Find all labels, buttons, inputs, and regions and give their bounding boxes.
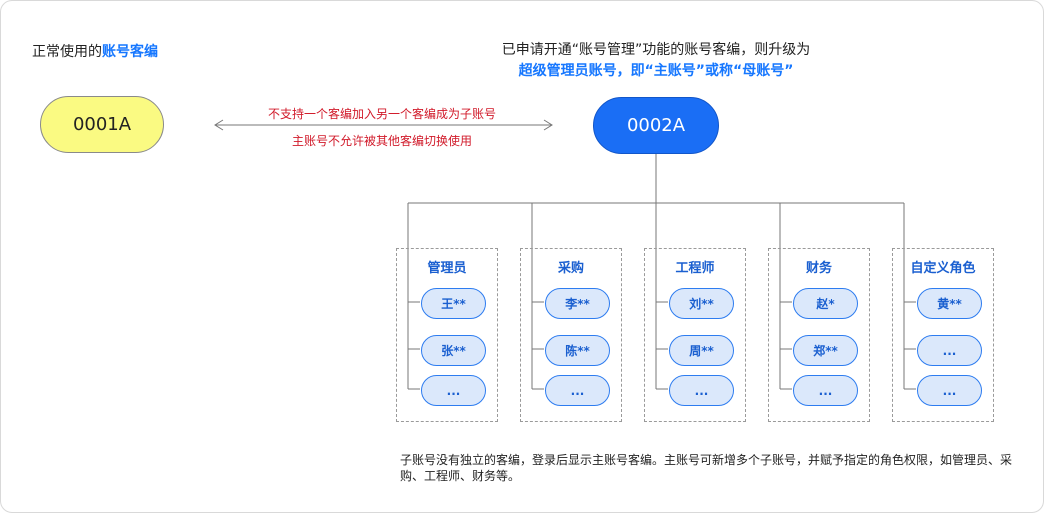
super-account-heading-line1: 已申请开通“账号管理”功能的账号客编，则升级为 (501, 42, 811, 58)
sub-account-node: ... (917, 335, 982, 366)
sub-account-node: 赵* (793, 288, 858, 319)
role-group: 采购李** 陈**... (520, 248, 622, 422)
footnote: 子账号没有独立的客编，登录后显示主账号客编。主账号可新增多个子账号，并赋予指定的… (400, 453, 1013, 483)
sub-account-node: 李** (545, 288, 610, 319)
sub-account-node: 刘** (669, 288, 734, 319)
normal-account-heading: 正常使用的账号客编 (32, 41, 158, 61)
sub-account-node: ... (917, 375, 982, 406)
sub-account-node: ... (545, 375, 610, 406)
sub-account-node: 周** (669, 335, 734, 366)
role-group: 管理员王** 张**... (396, 248, 498, 422)
sub-account-node: ... (669, 375, 734, 406)
role-group-title: 工程师 (675, 261, 715, 276)
sub-account-node: ... (793, 375, 858, 406)
role-group-title: 管理员 (427, 261, 467, 276)
arrowhead-left (214, 119, 224, 131)
role-group: 工程师刘** 周**... (644, 248, 746, 422)
role-group: 财务赵* 郑**... (768, 248, 870, 422)
role-group-title: 自定义角色 (910, 261, 976, 276)
role-group: 自定义角色黄**...... (892, 248, 994, 422)
role-group-title: 采购 (557, 261, 584, 276)
sub-account-node: ... (421, 375, 486, 406)
normal-account-heading-prefix: 正常使用的 (32, 44, 102, 60)
sub-account-node: 郑** (793, 335, 858, 366)
super-account-node: 0002A (593, 97, 719, 154)
role-group-title: 财务 (805, 261, 832, 276)
super-account-heading-line2: 超级管理员账号，即“主账号”或称“母账号” (518, 63, 794, 79)
normal-account-heading-highlight: 账号客编 (102, 44, 158, 60)
sub-account-node: 张** (421, 335, 486, 366)
sub-account-node: 陈** (545, 335, 610, 366)
sub-account-node: 黄** (917, 288, 982, 319)
super-account-heading: 已申请开通“账号管理”功能的账号客编，则升级为 超级管理员账号，即“主账号”或称… (441, 40, 871, 82)
restriction-note-2: 主账号不允许被其他客编切换使用 (291, 134, 472, 148)
arrowhead-right (543, 119, 553, 131)
sub-account-node: 王** (421, 288, 486, 319)
normal-account-node: 0001A (40, 96, 164, 153)
restriction-note-1: 不支持一个客编加入另一个客编成为子账号 (267, 107, 496, 121)
